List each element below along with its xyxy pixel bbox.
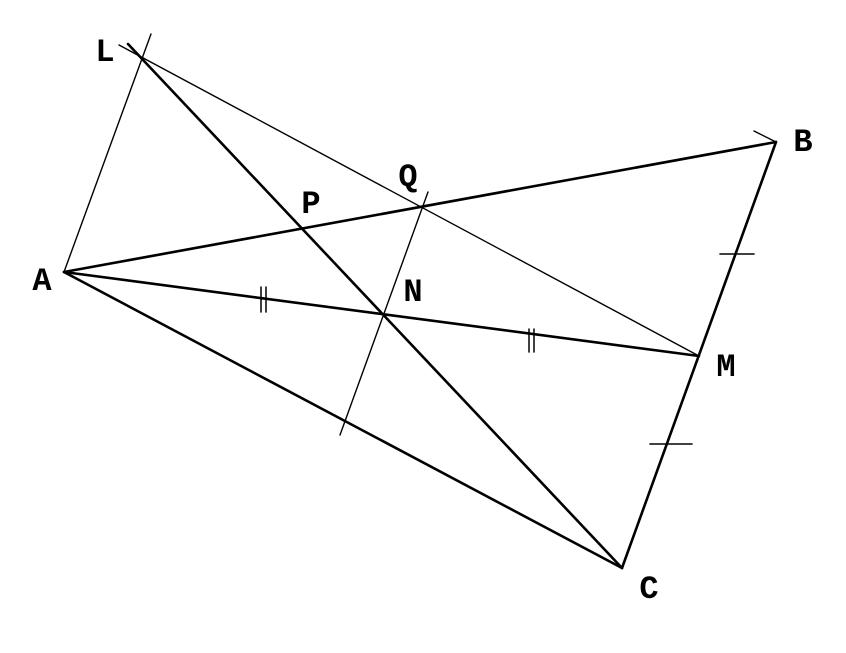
label-M: M: [716, 349, 736, 386]
label-N: N: [403, 274, 423, 311]
line-through-N-Q: [339, 191, 429, 436]
line-AL: [63, 33, 152, 273]
segment-BC: [620, 140, 778, 570]
label-A: A: [32, 263, 52, 300]
segment-LC: [126, 42, 624, 570]
label-B: B: [793, 124, 813, 161]
segment-AC: [62, 270, 624, 570]
line-B-extension: [753, 130, 777, 143]
label-L: L: [95, 34, 115, 71]
label-C: C: [639, 571, 659, 608]
label-P: P: [301, 186, 321, 223]
line-LM: [118, 44, 700, 357]
label-Q: Q: [398, 159, 418, 196]
